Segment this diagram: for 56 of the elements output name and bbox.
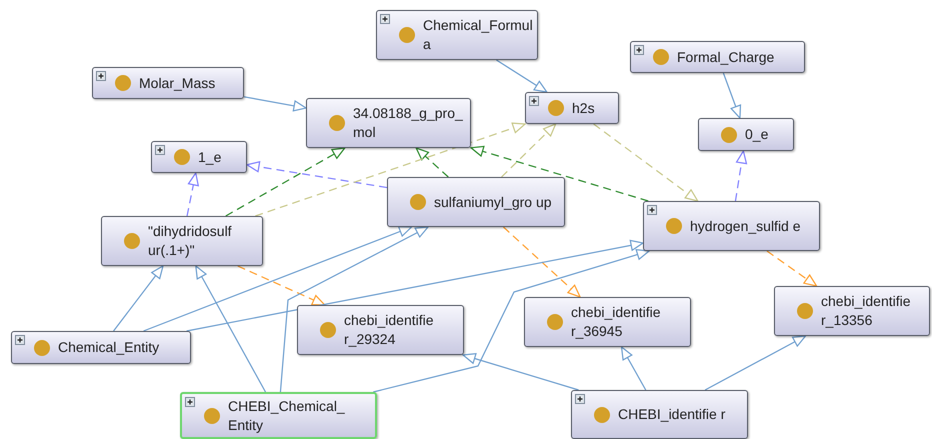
class-node [630,41,805,73]
arrow [113,265,164,332]
node-label: Formal_Charge [677,48,774,66]
arrow [244,96,307,112]
class-node [698,118,794,151]
arrow [416,147,449,178]
class-node [376,10,538,60]
arrow [766,250,818,287]
node-label: Chemical_Entity [58,338,160,357]
class-node [306,98,471,148]
node-label: 34.08188_g_pro_ mol [353,104,463,142]
arrow [225,147,346,217]
node-label: sulfaniumyl_gro up [434,192,552,212]
class-node [643,201,820,251]
arrow [280,226,429,392]
arrow [186,172,199,216]
class-node [101,216,263,266]
arrow [246,161,388,188]
arrow [143,226,412,332]
arrow [620,346,646,390]
class-node [180,392,377,439]
node-label: h2s [572,98,595,118]
node-label: chebi_identifie r_29324 [344,311,435,349]
class-node [524,297,691,347]
class-node [774,286,930,336]
node-label: Molar_Mass [139,74,216,92]
arrow [238,265,326,306]
arrow [470,146,648,202]
class-node [11,331,191,364]
arrow [496,60,548,93]
arrow [734,150,748,202]
node-label: CHEBI_identifie r [618,405,726,424]
class-node [92,67,244,99]
arrow [722,72,742,119]
node-label: chebi_identifie r_36945 [571,303,662,341]
class-node [571,390,748,439]
class-node [151,141,247,173]
arrow [462,353,579,391]
class-node [525,92,619,124]
node-label: CHEBI_Chemical_ Entity [228,396,346,434]
class-node [387,177,565,227]
arrow [704,335,806,391]
arrow [195,265,266,392]
node-label: 0_e [745,125,768,144]
node-label: chebi_identifie r_13356 [821,292,912,330]
node-label: hydrogen_sulfid e [690,216,801,236]
arrow [186,240,644,332]
arrow [503,226,581,298]
node-label: "dihydridosulf ur(.1+)" [148,222,233,260]
arrow [593,124,698,202]
arrow [373,249,650,393]
node-label: Chemical_Formul a [423,16,533,54]
arrow [255,122,526,217]
node-label: 1_e [198,148,222,166]
arrow [501,123,556,178]
class-node [297,305,464,355]
